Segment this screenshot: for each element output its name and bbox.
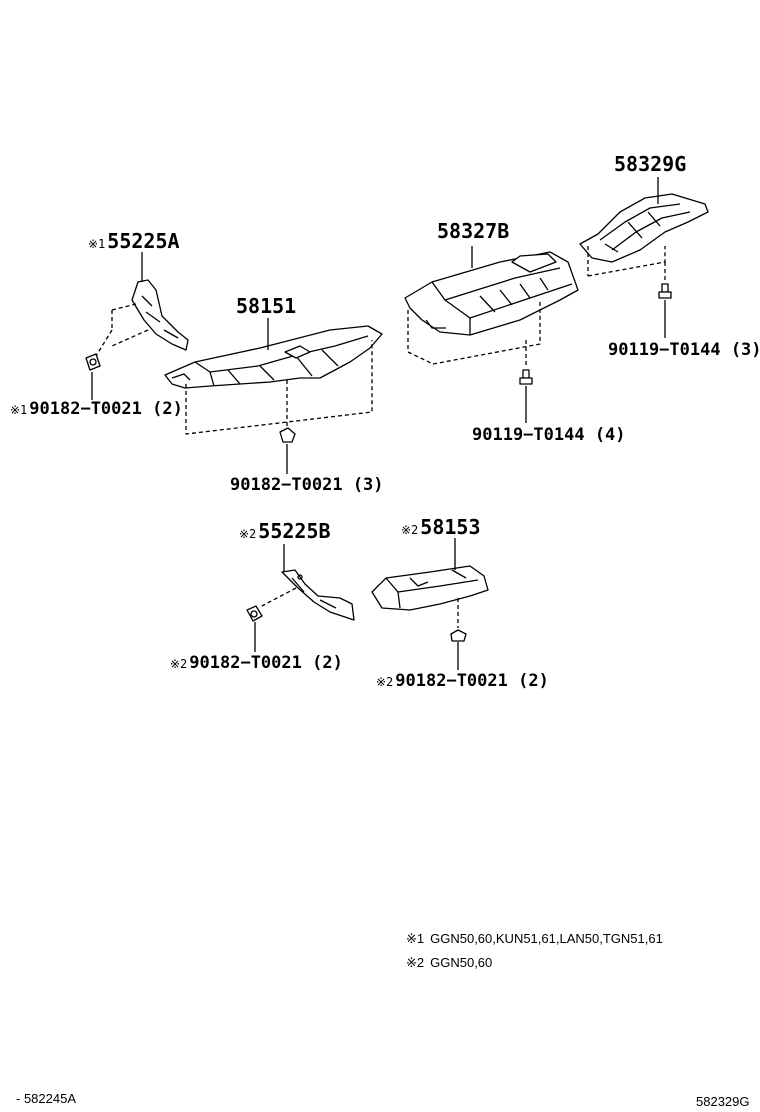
note-mark: ※2 xyxy=(406,955,425,970)
label-58151: 58151 xyxy=(236,294,297,318)
nut-90182-b xyxy=(279,380,296,474)
part-55225a-drawing xyxy=(95,252,189,357)
note-mark: ※2 xyxy=(401,523,419,537)
part-55225b-drawing xyxy=(261,544,355,621)
note-mark: ※1 xyxy=(406,931,425,946)
label-58329g: 58329G xyxy=(614,152,687,176)
nut-90182-d xyxy=(450,598,467,670)
footer-code-left: - 582245A xyxy=(16,1091,76,1106)
note-mark: ※1 xyxy=(10,403,28,417)
bolt-90119-a xyxy=(658,262,672,338)
note-mark: ※1 xyxy=(88,237,106,251)
note-mark: ※2 xyxy=(170,657,188,671)
part-58327b-drawing xyxy=(404,246,579,365)
part-58151-drawing xyxy=(164,318,383,435)
note-mark: ※2 xyxy=(376,675,394,689)
part-58153-drawing xyxy=(371,538,489,611)
nut-90182-a xyxy=(85,353,101,400)
footer-code-right: 582329G xyxy=(696,1094,750,1109)
label-fastener-90182-3: 90182−T0021 (3) xyxy=(230,475,384,495)
label-fastener-90119-3: 90119−T0144 (3) xyxy=(608,340,760,360)
part-58329g-drawing xyxy=(579,177,709,277)
nut-90182-c xyxy=(246,605,263,652)
note-mark: ※2 xyxy=(239,527,257,541)
label-58327b: 58327B xyxy=(437,219,510,243)
bolt-90119-b xyxy=(519,340,533,423)
label-fastener-90119-4: 90119−T0144 (4) xyxy=(472,425,626,445)
